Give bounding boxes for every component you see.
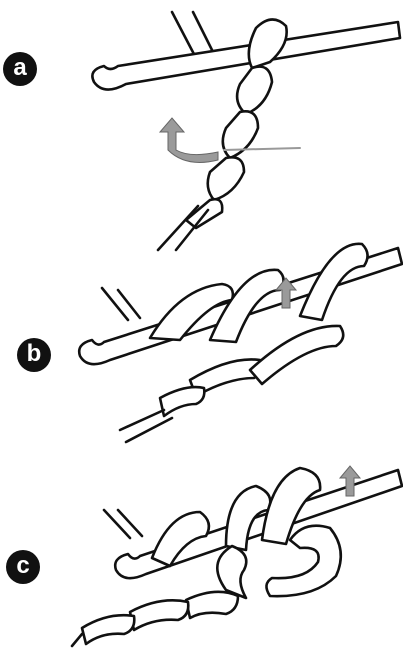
yarn-strand-icon — [72, 468, 341, 646]
step-c-panel: c — [0, 450, 403, 663]
step-a-back-strand — [172, 12, 196, 58]
step-a-illustration — [0, 0, 403, 220]
step-c-illustration — [0, 450, 403, 663]
step-a-panel: a — [0, 0, 403, 220]
step-c-back-strand-2 — [118, 510, 142, 536]
step-b-illustration — [0, 220, 403, 450]
direction-arrow-icon — [160, 118, 218, 162]
step-c-back-strand — [104, 510, 130, 538]
step-b-panel: b — [0, 220, 403, 450]
step-b-back-strand — [102, 288, 128, 320]
